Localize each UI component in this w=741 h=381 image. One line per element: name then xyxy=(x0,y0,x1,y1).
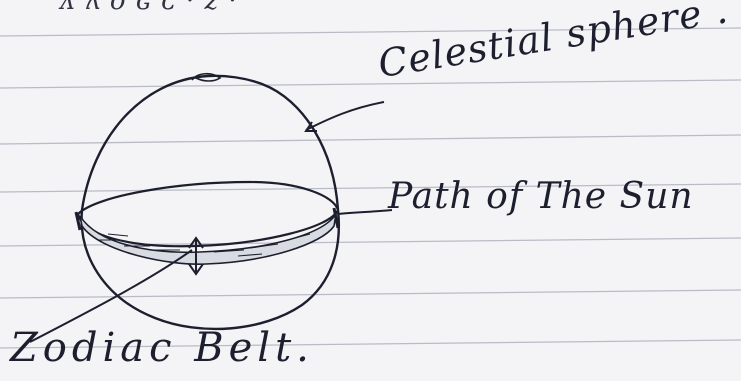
sun-path-leader xyxy=(338,210,392,214)
left-belt-edge-mark xyxy=(76,212,80,230)
celestial-sphere-leader xyxy=(306,102,384,130)
celestial-sphere-outline xyxy=(82,76,339,329)
top-text-fragment: ᴧ ʌ o ɢ ᴄ · z · xyxy=(60,0,238,16)
sun-path-label: Path of The Sun xyxy=(388,176,694,217)
zodiac-belt-label: Zodiac Belt. xyxy=(10,325,314,371)
ruled-line xyxy=(0,80,741,88)
ruled-line xyxy=(0,135,741,144)
